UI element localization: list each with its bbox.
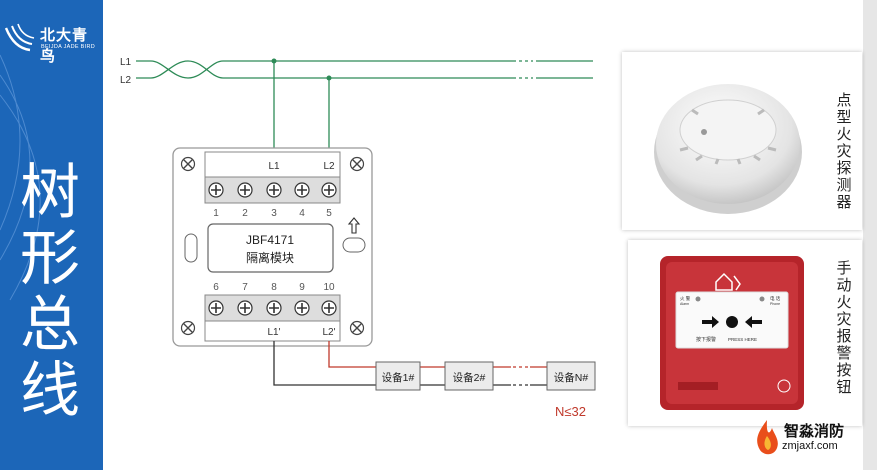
terminal-screw [294, 300, 310, 316]
panel-text-phone-en: Phone [770, 302, 780, 306]
terminal-number: 1 [213, 208, 219, 219]
terminal-number: 4 [299, 208, 305, 219]
isolation-module: L1 L2 1 2 3 4 5 JBF4171 隔离模块 6 7 8 9 10 [172, 147, 373, 347]
manual-alarm-button-image: 火 警 Alarm 电 话 Phone 按下报警 PRESS HERE [660, 256, 804, 410]
bottom-bus-label-l2: L2' [322, 327, 335, 338]
panel-text-press-cn: 按下报警 [696, 336, 716, 343]
label-char: 型 [836, 108, 852, 126]
detector-card: 点 型 火 灾 探 测 器 [622, 52, 862, 230]
label-char: 灾 [836, 142, 852, 160]
junction-l1 [271, 58, 277, 64]
terminal-number: 10 [323, 282, 335, 293]
panel-text-alarm-cn: 火 警 [680, 295, 691, 302]
label-char: 钮 [836, 378, 852, 396]
label-char: 手 [836, 259, 852, 277]
label-char: 火 [836, 293, 852, 311]
device-box: 设备N# [546, 361, 596, 391]
detector-label: 点 型 火 灾 探 测 器 [834, 92, 854, 211]
brand-logo: 北大青鸟 BEIJDA JADE BIRD [4, 20, 102, 65]
title-char: 总 [20, 290, 80, 360]
sidebar: 北大青鸟 BEIJDA JADE BIRD 树 形 总 线 [0, 0, 103, 470]
watermark-url: zmjaxf.com [782, 440, 838, 452]
title-char: 树 [20, 158, 80, 228]
terminal-number: 7 [242, 282, 248, 293]
terminal-number: 3 [271, 208, 277, 219]
button-card: 火 警 Alarm 电 话 Phone 按下报警 PRESS HERE 手 动 … [628, 240, 862, 426]
junction-l2 [326, 75, 332, 81]
bird-logo-icon [4, 23, 35, 52]
terminal-screw [237, 182, 253, 198]
terminal-screw [266, 182, 282, 198]
label-char: 测 [836, 176, 852, 194]
screw-icon [349, 156, 365, 172]
title-char: 线 [20, 356, 80, 426]
terminal-number: 9 [299, 282, 305, 293]
left-slot [184, 233, 198, 263]
flame-logo-icon [757, 420, 778, 455]
terminal-screw [237, 300, 253, 316]
smoke-detector-image [654, 84, 802, 214]
screw-icon [180, 156, 196, 172]
terminal-screw [208, 182, 224, 198]
up-arrow-icon [347, 217, 361, 234]
terminal-number: 6 [213, 282, 219, 293]
device-label: 设备N# [554, 371, 589, 384]
device-box: 设备2# [444, 361, 494, 391]
label-char: 报 [836, 327, 852, 345]
panel-text-phone-cn: 电 话 [770, 295, 781, 302]
label-char: 火 [836, 125, 852, 143]
panel-text-press-en: PRESS HERE [728, 337, 757, 342]
fire-alarm-logo-icon [715, 272, 741, 291]
module-subtitle: 隔离模块 [246, 250, 294, 265]
label-char: 探 [836, 159, 852, 177]
button-label: 手 动 火 灾 报 警 按 钮 [834, 260, 854, 396]
output-wires [273, 341, 547, 386]
wiring-diagram: L1 L2 L1 L2 1 2 3 4 5 [120, 57, 596, 419]
panel-text-alarm-en: Alarm [680, 302, 689, 306]
label-char: 按 [836, 361, 852, 379]
label-char: 动 [836, 276, 852, 294]
terminal-screw [266, 300, 282, 316]
watermark: 智淼消防 zmjaxf.com [752, 416, 862, 460]
screw-icon [180, 320, 196, 336]
right-slot [342, 237, 366, 253]
device-label: 设备2# [453, 371, 486, 384]
bus-label-l2: L2 [120, 75, 132, 86]
top-bus-label-l1: L1 [268, 161, 280, 172]
terminal-screw [208, 300, 224, 316]
terminal-number: 8 [271, 282, 277, 293]
bus-wires [136, 60, 593, 148]
module-label-window [207, 223, 334, 273]
bus-label-l1: L1 [120, 57, 132, 68]
terminal-screw [321, 300, 337, 316]
top-bus-label-l2: L2 [323, 161, 335, 172]
watermark-cn: 智淼消防 [784, 423, 845, 440]
terminal-screw [321, 182, 337, 198]
terminal-screw [294, 182, 310, 198]
label-char: 警 [836, 344, 852, 362]
right-border [863, 0, 877, 470]
sidebar-decoration [0, 54, 41, 301]
bottom-bus-label-l1: L1' [267, 327, 280, 338]
logo-text-en: BEIJDA JADE BIRD [41, 44, 96, 50]
label-char: 灾 [836, 310, 852, 328]
module-model: JBF4171 [246, 233, 294, 247]
logo-text-cn: 北大青鸟 [40, 27, 89, 65]
terminal-number: 5 [326, 208, 332, 219]
device-box: 设备1# [375, 361, 421, 391]
page-title: 树 形 总 线 [10, 160, 90, 424]
label-char: 点 [836, 91, 852, 109]
label-char: 器 [836, 193, 852, 211]
device-label: 设备1# [382, 371, 415, 384]
device-limit: N≤32 [555, 404, 586, 419]
title-char: 形 [20, 224, 80, 294]
terminal-number: 2 [242, 208, 248, 219]
screw-icon [349, 320, 365, 336]
